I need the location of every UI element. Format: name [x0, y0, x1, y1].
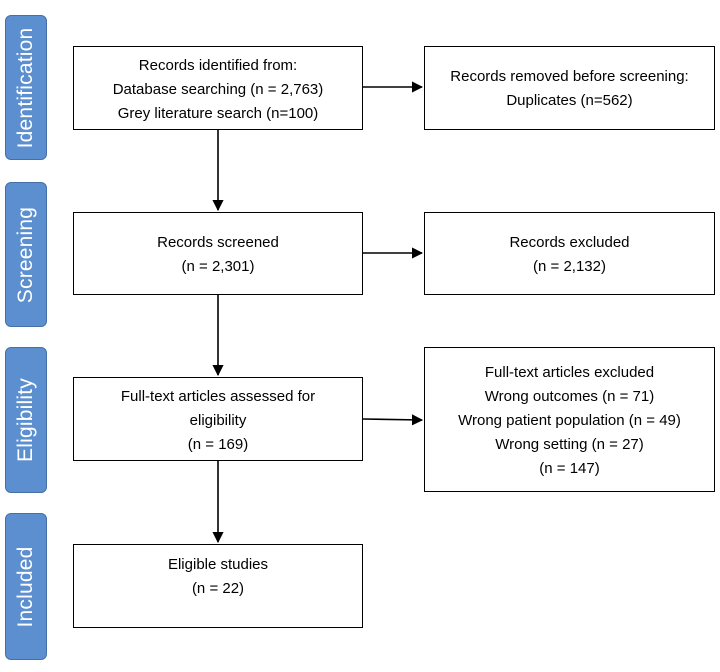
stage-included-label: Included	[14, 546, 37, 627]
fulltext-excluded-box: Full-text articles excluded Wrong outcom…	[424, 347, 715, 492]
records-identified-title: Records identified from:	[138, 57, 298, 74]
fulltext-assessed-count: (n = 169)	[187, 436, 249, 453]
records-removed-box: Records removed before screening: Duplic…	[424, 46, 715, 130]
records-screened-box: Records screened (n = 2,301)	[73, 212, 363, 295]
records-excluded-title: Records excluded	[509, 234, 630, 251]
stage-identification: Identification	[5, 15, 47, 160]
fulltext-assessed-title-cont: eligibility	[189, 412, 247, 429]
fulltext-excluded-total: (n = 147)	[539, 460, 600, 477]
wrong-population-count: Wrong patient population (n = 49)	[458, 412, 681, 429]
records-identified-box: Records identified from: Database search…	[73, 46, 363, 130]
wrong-outcomes-count: Wrong outcomes (n = 71)	[484, 388, 655, 405]
eligible-studies-box: Eligible studies (n = 22)	[73, 544, 363, 628]
arrow-fulltext-to-excluded	[362, 414, 424, 426]
stage-eligibility-label: Eligibility	[14, 378, 37, 462]
records-screened-title: Records screened	[157, 234, 279, 251]
stage-identification-label: Identification	[14, 27, 37, 148]
eligible-studies-title: Eligible studies	[167, 556, 269, 573]
eligible-studies-count: (n = 22)	[191, 580, 245, 597]
database-searching-count: Database searching (n = 2,763)	[112, 81, 324, 98]
fulltext-assessed-box: Full-text articles assessed for eligibil…	[73, 377, 363, 461]
stage-included: Included	[5, 513, 47, 660]
stage-screening-label: Screening	[14, 206, 37, 303]
records-removed-title: Records removed before screening:	[450, 68, 689, 85]
stage-eligibility: Eligibility	[5, 347, 47, 493]
stage-screening: Screening	[5, 182, 47, 327]
grey-literature-count: Grey literature search (n=100)	[117, 105, 319, 122]
records-excluded-box: Records excluded (n = 2,132)	[424, 212, 715, 295]
records-excluded-count: (n = 2,132)	[533, 258, 606, 275]
records-screened-count: (n = 2,301)	[181, 258, 255, 275]
fulltext-assessed-title: Full-text articles assessed for	[120, 388, 316, 405]
fulltext-excluded-title: Full-text articles excluded	[484, 364, 655, 381]
wrong-setting-count: Wrong setting (n = 27)	[495, 436, 644, 453]
duplicates-count: Duplicates (n=562)	[506, 92, 633, 109]
